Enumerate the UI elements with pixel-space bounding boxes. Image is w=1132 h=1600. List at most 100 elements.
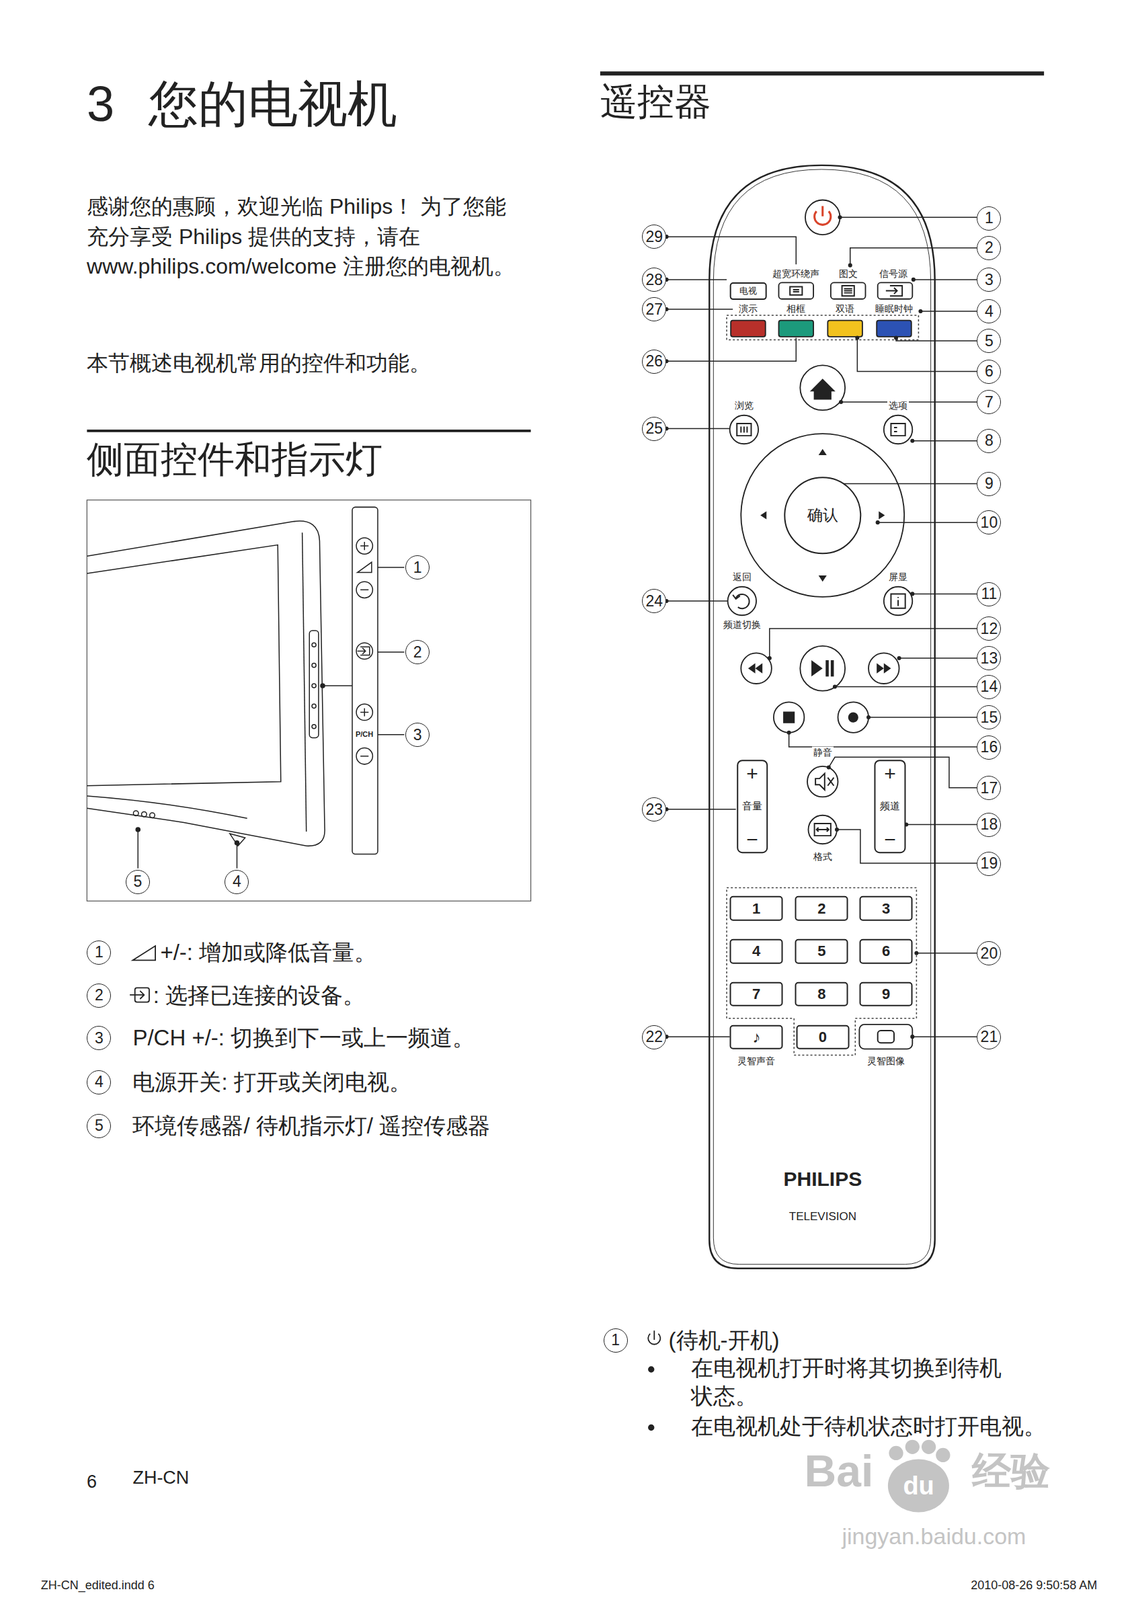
remote-button bbox=[859, 1024, 913, 1049]
button-text: 音量 bbox=[742, 800, 763, 813]
callout-number: 1 bbox=[405, 555, 430, 580]
remote-button bbox=[877, 282, 913, 299]
leader-line bbox=[834, 827, 839, 832]
callout-number: 13 bbox=[976, 645, 1001, 671]
callout-number: 10 bbox=[976, 510, 1001, 535]
button-label: 浏览 bbox=[733, 399, 755, 411]
bullet-text: 在电视机处于待机状态时打开电视。 bbox=[691, 1412, 1046, 1440]
list-text: P/CH +/-: 切换到下一或上一频道。 bbox=[132, 1025, 475, 1053]
number-button: 2 bbox=[795, 896, 849, 921]
leader-line bbox=[911, 277, 916, 282]
button-text: + bbox=[883, 762, 897, 785]
list-icon bbox=[129, 945, 661, 1430]
panel-label: P/CH bbox=[354, 730, 375, 740]
side-panel bbox=[360, 707, 369, 716]
side-panel bbox=[360, 755, 369, 757]
button-icon bbox=[732, 594, 750, 609]
leader-line bbox=[137, 829, 139, 869]
direction-arrow bbox=[748, 449, 892, 723]
leader-line bbox=[857, 337, 977, 372]
dotted-group bbox=[726, 315, 919, 1055]
button-label: 频道切换 bbox=[721, 619, 763, 631]
tv-drawing bbox=[311, 683, 316, 688]
number-button: 1 bbox=[730, 896, 784, 921]
leader-line bbox=[906, 824, 977, 826]
tv-drawing bbox=[141, 811, 148, 817]
callout-number: 3 bbox=[976, 267, 1001, 292]
button-text: − bbox=[883, 828, 897, 851]
side-panel bbox=[360, 541, 369, 550]
leader-line bbox=[322, 684, 353, 687]
remote-button bbox=[830, 282, 866, 299]
watermark: Bai bbox=[804, 1444, 874, 1498]
callout-number: 12 bbox=[976, 616, 1001, 641]
button-icon bbox=[814, 823, 831, 836]
leader-line bbox=[850, 248, 977, 266]
leader-line bbox=[666, 808, 737, 811]
remote-button bbox=[730, 320, 766, 337]
leader-line bbox=[848, 263, 853, 268]
leader-line bbox=[910, 591, 915, 596]
number-button: 6 bbox=[859, 939, 913, 964]
remote-button bbox=[883, 586, 913, 616]
button-icon bbox=[789, 287, 802, 296]
callout-number: 3 bbox=[405, 722, 430, 747]
callout-number: 2 bbox=[86, 983, 111, 1008]
tv-drawing bbox=[309, 630, 319, 738]
callout-number: 8 bbox=[976, 428, 1001, 454]
button-label: 双语 bbox=[834, 302, 856, 314]
remote-button bbox=[868, 652, 900, 684]
remote-button bbox=[778, 282, 814, 299]
button-icon bbox=[842, 285, 855, 296]
direction-arrow bbox=[876, 663, 884, 674]
leader-line bbox=[838, 399, 843, 404]
leader-line bbox=[826, 764, 831, 770]
bullet-text: 在电视机打开时将其切换到待机状态。 bbox=[691, 1353, 1016, 1412]
list-text: : 选择已连接的设备。 bbox=[153, 982, 366, 1009]
button-label: 灵智声音 bbox=[736, 1054, 777, 1067]
section-rule bbox=[86, 429, 531, 433]
remote-button bbox=[876, 320, 912, 337]
tv-drawing bbox=[86, 520, 325, 846]
side-panel bbox=[356, 581, 373, 598]
leader-line bbox=[767, 656, 772, 661]
volume-rocker: +音量− bbox=[736, 759, 768, 854]
button-label: 屏显 bbox=[887, 571, 909, 583]
number-button: 3 bbox=[859, 896, 913, 921]
leader-line bbox=[135, 567, 404, 869]
body-text: 本节概述电视机常用的控件和功能。 bbox=[86, 350, 431, 376]
callout-number: 2 bbox=[976, 235, 1001, 261]
direction-arrow bbox=[825, 660, 829, 677]
button-text: 3 bbox=[881, 900, 891, 917]
dotted-group bbox=[726, 315, 919, 340]
callout-number: 15 bbox=[976, 705, 1001, 730]
side-view-frame bbox=[86, 500, 531, 902]
side-panel bbox=[356, 703, 373, 720]
leader-line bbox=[899, 657, 977, 659]
remote-button bbox=[838, 701, 870, 733]
tv-drawing bbox=[86, 520, 325, 846]
tv-drawing bbox=[133, 810, 139, 817]
button-label: 灵智图像 bbox=[865, 1054, 907, 1067]
list-text: (待机-开机) bbox=[668, 1326, 780, 1354]
leader-line bbox=[868, 716, 977, 718]
remote-button bbox=[827, 320, 863, 337]
leader-line bbox=[875, 520, 880, 525]
watermark-paw bbox=[921, 1439, 936, 1454]
callout-number: 9 bbox=[976, 471, 1001, 497]
callout-number: 5 bbox=[125, 869, 150, 895]
button-icon bbox=[877, 1030, 895, 1043]
callout-number: 3 bbox=[86, 1025, 111, 1050]
callout-number: 2 bbox=[405, 639, 430, 665]
remote-button bbox=[778, 320, 814, 337]
leader-line bbox=[666, 600, 729, 602]
direction-arrow bbox=[818, 449, 827, 456]
side-panel bbox=[360, 589, 369, 591]
section-rule bbox=[86, 71, 1044, 433]
ok-button: 确认 bbox=[783, 476, 862, 554]
button-text: 2 bbox=[817, 900, 826, 917]
button-text: 8 bbox=[817, 986, 826, 1003]
direction-arrow bbox=[760, 510, 767, 519]
button-text: + bbox=[746, 762, 759, 785]
callout-number: 27 bbox=[641, 297, 667, 322]
